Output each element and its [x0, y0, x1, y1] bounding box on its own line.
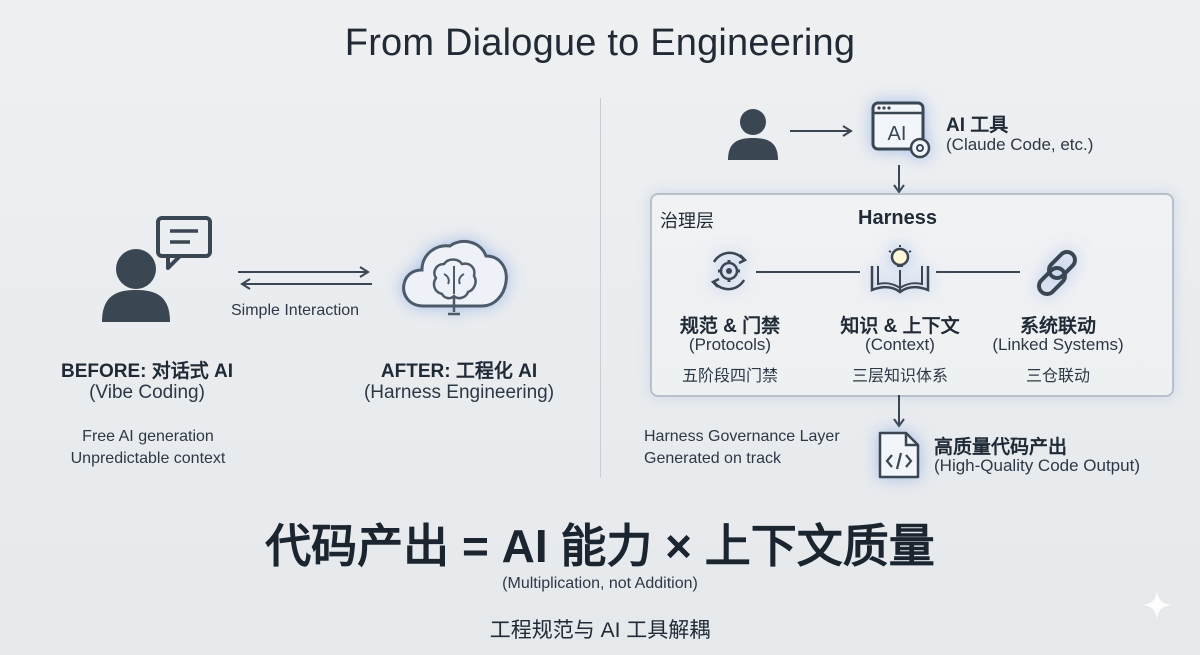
pillar-2-cn: 知识 & 上下文	[840, 316, 960, 337]
gear-cycle-icon	[704, 246, 754, 296]
pillar-1-en: (Protocols)	[688, 335, 772, 354]
output-cn: 高质量代码产出	[934, 437, 1068, 458]
governance-note-1: Harness Governance Layer	[644, 428, 840, 445]
cloud-brain-icon	[396, 232, 512, 322]
output-en: (High-Quality Code Output)	[934, 456, 1140, 475]
footer-text: 工程规范与 AI 工具解耦	[489, 619, 711, 642]
formula: 代码产出 = AI 能力 × 上下文质量	[265, 520, 935, 572]
before-title: BEFORE: 对话式 AI	[60, 361, 234, 382]
svg-text:AI: AI	[888, 123, 907, 145]
harness-title: Harness	[858, 207, 937, 229]
pillar-1-cn: 规范 & 门禁	[679, 316, 781, 337]
pillar-3-detail: 三仓联动	[1025, 368, 1090, 385]
harness-box	[650, 193, 1174, 397]
pillar-3-en: (Linked Systems)	[992, 335, 1124, 354]
arrow-right-icon	[788, 124, 854, 138]
after-title: AFTER: 工程化 AI	[380, 361, 538, 382]
pillar-2-en: (Context)	[865, 335, 935, 354]
user-icon	[726, 106, 780, 160]
page-title: From Dialogue to Engineering	[344, 22, 856, 64]
bidirectional-arrow-icon	[234, 264, 376, 292]
before-note-1: Free AI generation	[82, 428, 214, 445]
arrow-down-icon	[892, 164, 906, 194]
divider	[600, 98, 601, 478]
book-lightbulb-icon	[868, 244, 932, 296]
after-subtitle: (Harness Engineering)	[363, 382, 555, 403]
code-file-icon	[876, 430, 922, 480]
tool-detail: (Claude Code, etc.)	[946, 135, 1094, 154]
pillar-1-detail: 五阶段四门禁	[681, 368, 778, 385]
formula-subtitle: (Multiplication, not Addition)	[502, 575, 698, 592]
user-chat-icon	[98, 214, 216, 324]
pillar-2-detail: 三层知识体系	[851, 368, 948, 385]
arrow-label: Simple Interaction	[231, 302, 360, 319]
pillar-connector	[756, 271, 860, 273]
tool-name: AI 工具	[946, 115, 1009, 136]
before-note-2: Unpredictable context	[70, 450, 226, 467]
arrow-down-icon	[892, 394, 906, 428]
ai-tool-window-icon: AI	[870, 100, 934, 162]
before-subtitle: (Vibe Coding)	[89, 382, 205, 403]
governance-note-2: Generated on track	[644, 450, 781, 467]
chain-link-icon	[1030, 246, 1084, 300]
pillar-connector	[936, 271, 1020, 273]
pillar-3-cn: 系统联动	[1019, 316, 1096, 337]
sparkle-icon	[1140, 588, 1174, 622]
harness-corner-label: 治理层	[660, 211, 714, 231]
